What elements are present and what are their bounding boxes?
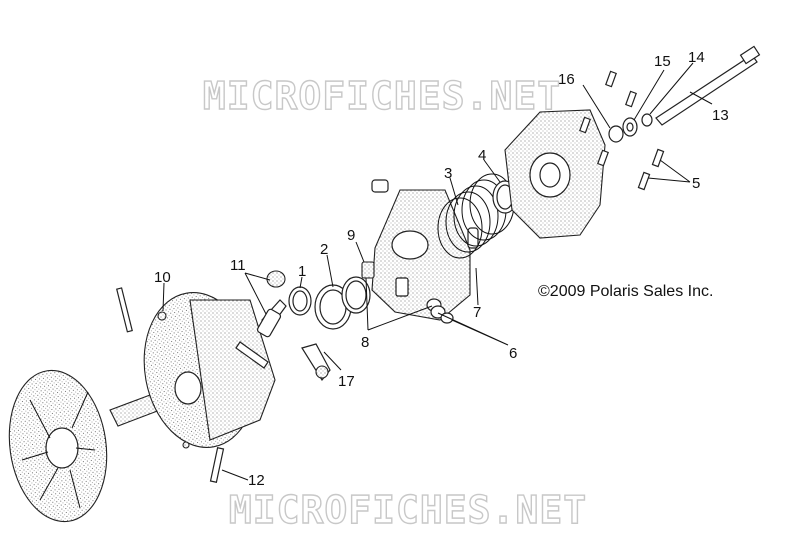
callout-15: 15: [654, 53, 671, 70]
callout-1: 1: [298, 263, 306, 280]
movable-sheave: [143, 292, 276, 448]
clutch-cover: [504, 109, 606, 239]
watermark-bottom: MICROFICHES.NET: [228, 487, 588, 532]
callout-8: 8: [361, 334, 369, 351]
long-bolt-13: [655, 45, 761, 126]
callout-9: 9: [347, 227, 355, 244]
callout-16: 16: [558, 71, 575, 88]
callout-4: 4: [478, 147, 486, 164]
leader-lines: [162, 62, 713, 481]
spider-assembly: [371, 179, 479, 321]
callout-6: 6: [509, 345, 517, 362]
callout-12: 12: [248, 472, 265, 489]
callout-14: 14: [688, 49, 705, 66]
copyright-notice: ©2009 Polaris Sales Inc.: [538, 283, 714, 300]
callout-11: 11: [230, 257, 246, 274]
flyweights: [256, 270, 286, 338]
cover-bolts: [579, 70, 665, 191]
callout-17: 17: [338, 373, 355, 390]
washers-14-15-16: [608, 113, 653, 143]
cam-arm-17: [301, 343, 331, 382]
callout-7: 7: [473, 304, 481, 321]
callout-13: 13: [712, 107, 729, 124]
seal-rings: [314, 276, 371, 330]
bushing-1: [288, 286, 312, 316]
drive-shaft-fan: [8, 369, 161, 523]
callout-2: 2: [320, 241, 328, 258]
callout-3: 3: [444, 165, 452, 182]
watermark-top: MICROFICHES.NET: [202, 73, 562, 118]
callout-5: 5: [692, 175, 700, 192]
callout-10: 10: [154, 269, 171, 286]
